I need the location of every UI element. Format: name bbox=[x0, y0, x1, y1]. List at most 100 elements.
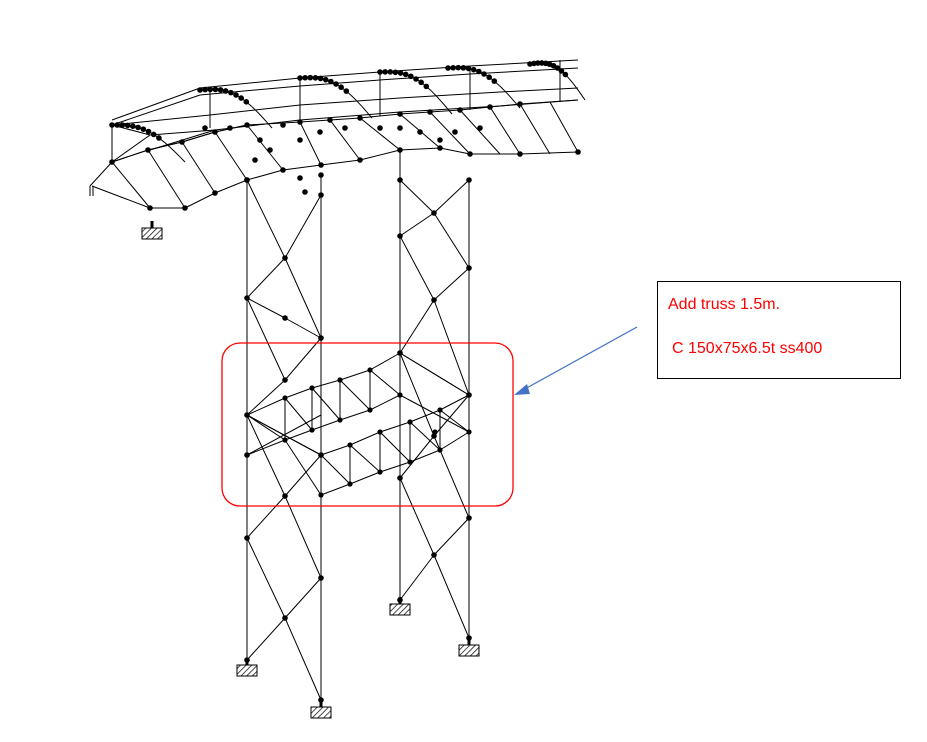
node bbox=[212, 190, 218, 196]
member bbox=[299, 79, 381, 87]
member bbox=[246, 495, 286, 539]
member bbox=[433, 517, 470, 556]
member bbox=[436, 95, 443, 103]
node bbox=[318, 162, 324, 168]
node bbox=[327, 117, 333, 123]
node bbox=[377, 69, 383, 75]
node bbox=[455, 64, 462, 71]
member bbox=[284, 495, 322, 579]
node bbox=[470, 66, 477, 73]
node bbox=[318, 172, 324, 178]
member bbox=[246, 297, 286, 319]
arrow-head-icon bbox=[514, 384, 530, 395]
member bbox=[439, 147, 471, 155]
node bbox=[397, 177, 403, 183]
member bbox=[246, 397, 286, 416]
node bbox=[427, 109, 433, 115]
member bbox=[179, 156, 186, 163]
member bbox=[299, 111, 401, 121]
node bbox=[202, 86, 208, 93]
member bbox=[469, 59, 579, 67]
node bbox=[397, 70, 404, 76]
node bbox=[302, 189, 308, 195]
member bbox=[576, 88, 582, 95]
node bbox=[466, 392, 472, 398]
node bbox=[244, 535, 250, 541]
node bbox=[322, 76, 329, 83]
member bbox=[246, 124, 284, 171]
node bbox=[282, 377, 288, 383]
node bbox=[343, 88, 350, 94]
node bbox=[460, 65, 467, 71]
member bbox=[89, 161, 113, 187]
member bbox=[246, 439, 286, 456]
node bbox=[282, 315, 288, 321]
node bbox=[233, 92, 239, 98]
member bbox=[399, 554, 435, 601]
member bbox=[284, 454, 322, 497]
member bbox=[349, 444, 381, 473]
member bbox=[379, 431, 411, 463]
node bbox=[244, 412, 250, 418]
member bbox=[284, 617, 322, 701]
member bbox=[399, 147, 441, 151]
node bbox=[558, 68, 565, 74]
member bbox=[459, 109, 501, 155]
node bbox=[476, 68, 482, 75]
node bbox=[244, 122, 250, 128]
node bbox=[554, 65, 561, 71]
node bbox=[407, 459, 413, 465]
node bbox=[397, 233, 403, 239]
node bbox=[150, 131, 157, 138]
member bbox=[399, 394, 470, 433]
node bbox=[342, 125, 348, 131]
node bbox=[318, 492, 324, 498]
member bbox=[379, 461, 411, 473]
member bbox=[399, 105, 501, 113]
node bbox=[337, 377, 343, 383]
node bbox=[392, 69, 399, 76]
node bbox=[417, 129, 423, 135]
node bbox=[418, 79, 424, 86]
node bbox=[437, 447, 443, 453]
new-truss-highlight-box bbox=[221, 342, 514, 507]
member bbox=[246, 414, 286, 497]
member bbox=[91, 185, 151, 209]
support-icon bbox=[141, 221, 163, 240]
member bbox=[181, 141, 216, 194]
node bbox=[130, 123, 136, 129]
node bbox=[252, 157, 258, 163]
annotation-box: Add truss 1.5m. C 150x75x6.5t ss400 bbox=[657, 281, 901, 379]
member bbox=[433, 554, 470, 639]
member bbox=[441, 101, 448, 109]
node bbox=[282, 615, 288, 621]
node bbox=[347, 442, 353, 448]
node bbox=[124, 122, 131, 129]
member bbox=[149, 129, 216, 136]
node bbox=[431, 210, 437, 216]
node bbox=[202, 125, 208, 131]
node bbox=[357, 115, 363, 121]
member bbox=[399, 91, 501, 99]
member bbox=[433, 267, 470, 301]
node bbox=[297, 137, 303, 143]
member bbox=[199, 85, 301, 96]
node bbox=[318, 192, 324, 198]
node bbox=[297, 119, 303, 125]
node bbox=[309, 427, 315, 433]
member bbox=[339, 379, 371, 411]
node bbox=[338, 84, 344, 91]
member bbox=[147, 149, 186, 209]
node bbox=[318, 575, 324, 581]
member bbox=[311, 387, 341, 421]
node bbox=[450, 64, 456, 71]
node bbox=[481, 71, 487, 77]
member bbox=[284, 337, 322, 381]
node bbox=[207, 86, 214, 93]
node bbox=[377, 125, 383, 131]
member bbox=[320, 159, 361, 166]
member bbox=[361, 105, 368, 113]
member bbox=[184, 192, 216, 209]
node bbox=[423, 83, 430, 90]
